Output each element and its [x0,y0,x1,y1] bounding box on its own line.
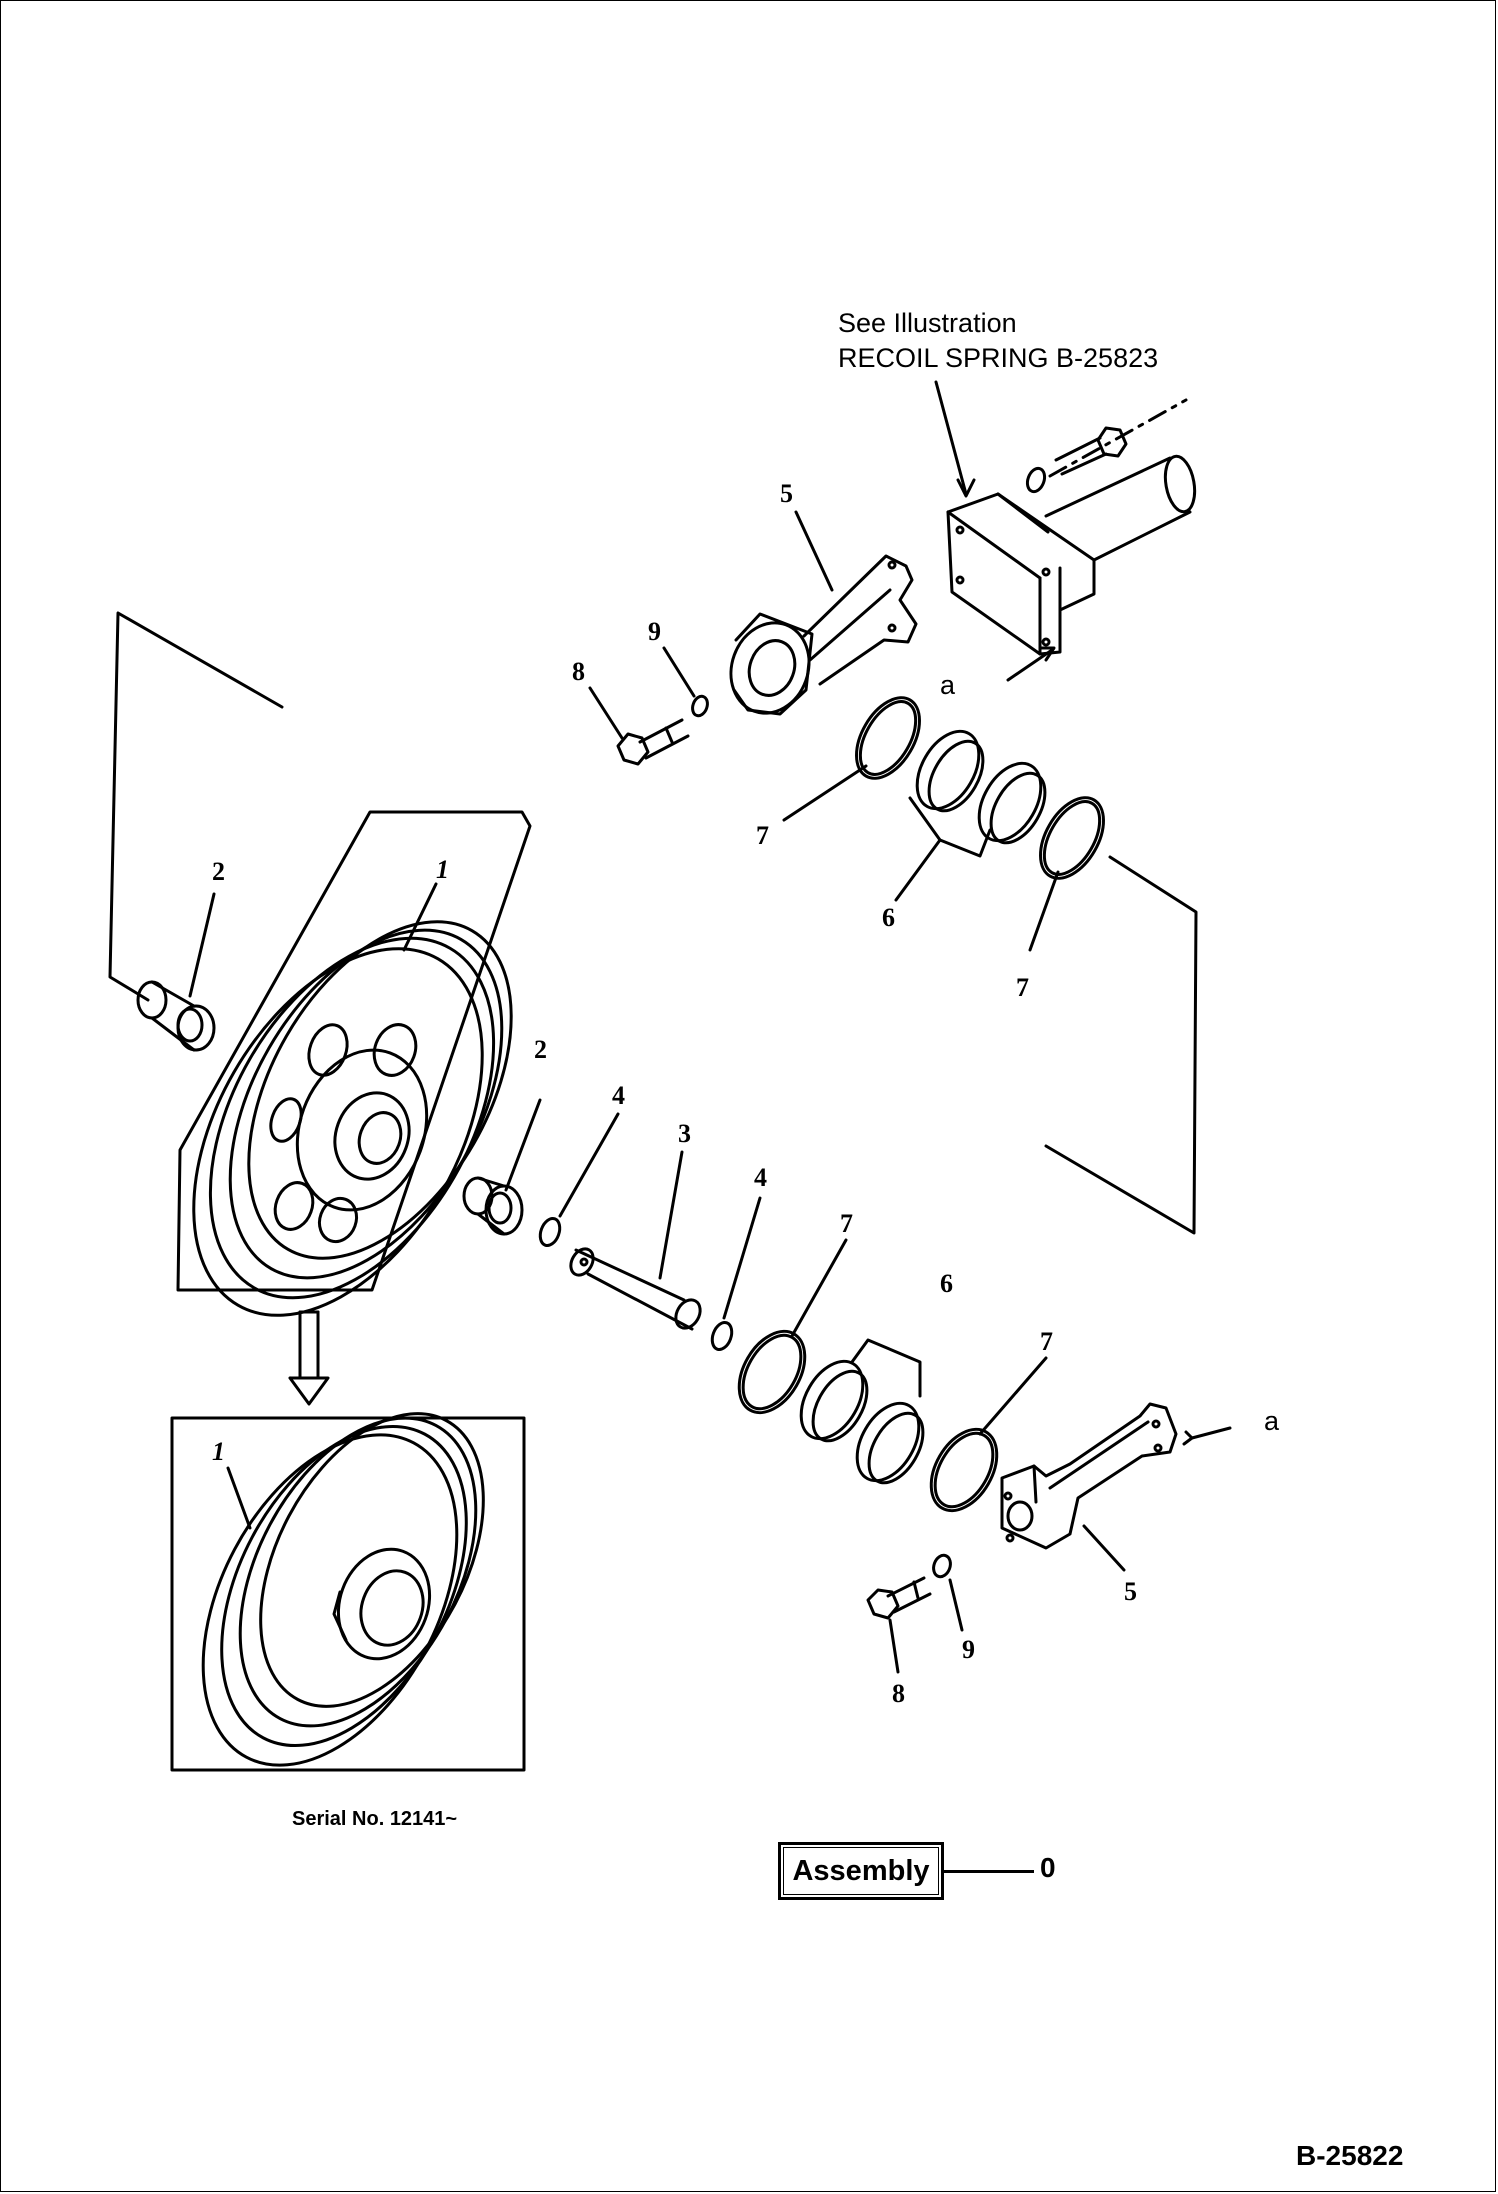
idler-wheel-upper [192,920,513,1317]
leader-2-right [504,1098,542,1192]
callout-5-upper: 5 [780,479,793,508]
leader-bracket-right [1044,855,1198,1235]
washer-recoil-block [1025,466,1047,494]
recoil-spring-block [946,454,1197,656]
o-ring-4-right [710,1320,734,1352]
o-ring-7-upper-right [1039,796,1105,880]
leader-recoil-note [934,380,968,496]
serial-number-label: Serial No. 12141~ [292,1808,458,1830]
leader-7-upper-left [782,764,868,822]
idler-frame-upper [176,810,532,1292]
assembly-number: 0 [1040,1852,1056,1883]
leader-1-upper [402,882,438,952]
callout-7-lower-right: 7 [1040,1327,1053,1356]
shaft-3 [569,1247,702,1331]
support-5-upper [729,554,918,716]
washer-9-lower [932,1553,952,1579]
support-5-lower [1000,1402,1178,1550]
callout-1-lower: 1 [212,1437,225,1466]
callout-3: 3 [678,1119,691,1148]
leader-2-left [188,892,216,998]
idler-frame-lower [170,1416,526,1772]
callout-7-upper-left: 7 [756,821,769,850]
assembly-leader-line [944,1870,1034,1873]
o-ring-7-upper-left [855,696,921,780]
leader-9-lower [948,1578,964,1632]
callout-1-upper: 1 [436,855,449,884]
leader-bracket-left [108,611,284,1002]
callout-7-upper-right: 7 [1016,973,1029,1002]
bolt-8-upper [616,718,690,766]
leader-4-left [558,1112,620,1218]
leader-6-upper [894,838,942,902]
o-ring-7-lower-right [929,1427,999,1513]
washer-9-upper [691,694,709,718]
callout-8-upper: 8 [572,657,585,686]
leader-3 [658,1150,684,1280]
bushing-2-left [136,980,216,1052]
leader-6-lower-bracket [850,1338,922,1398]
callout-2-left: 2 [212,857,225,886]
bolt-recoil-block [1054,426,1128,476]
callout-2-right: 2 [534,1035,547,1064]
callout-a-upper: a [940,670,956,700]
idler-wheel-lower [201,1412,485,1767]
recoil-spring-reference-note: See Illustration RECOIL SPRING B-25823 [838,306,1158,376]
callout-9-upper: 9 [648,617,661,646]
leader-a-upper [1006,648,1054,682]
leader-7-lower-right [978,1356,1048,1436]
leader-5-upper [794,510,834,592]
bolt-8-lower [866,1576,932,1620]
o-ring-7-lower-left [737,1329,807,1415]
callout-6-upper: 6 [882,903,895,932]
callout-8-lower: 8 [892,1679,905,1708]
assembly-label: Assembly [778,1842,944,1900]
leader-1-lower [226,1466,252,1530]
leader-9-upper [662,646,696,698]
callout-5-lower: 5 [1124,1577,1137,1606]
o-ring-4-left [538,1216,562,1248]
leader-8-upper [588,686,624,740]
floating-seal-6-upper [915,729,1047,845]
callout-7-lower-left: 7 [840,1209,853,1238]
leader-4-right [722,1196,762,1320]
leader-6-upper-bracket [908,796,992,858]
leader-5-lower [1082,1524,1126,1572]
floating-seal-6-lower [799,1359,925,1485]
callout-9-lower: 9 [962,1635,975,1664]
bushing-2-right [462,1176,524,1236]
callout-6-lower: 6 [940,1269,953,1298]
callout-4-right: 4 [754,1163,767,1192]
leader-7-lower-left [790,1238,848,1338]
note-line-2: RECOIL SPRING B-25823 [838,343,1159,373]
callout-4-left: 4 [612,1081,625,1110]
note-line-1: See Illustration [838,308,1017,338]
leader-7-upper-right [1028,870,1060,952]
diagram-id: B-25822 [1296,2140,1404,2171]
leader-a-lower [1190,1426,1232,1440]
leader-8-lower [888,1618,900,1674]
callout-a-lower: a [1264,1406,1280,1436]
down-arrow [288,1310,330,1406]
